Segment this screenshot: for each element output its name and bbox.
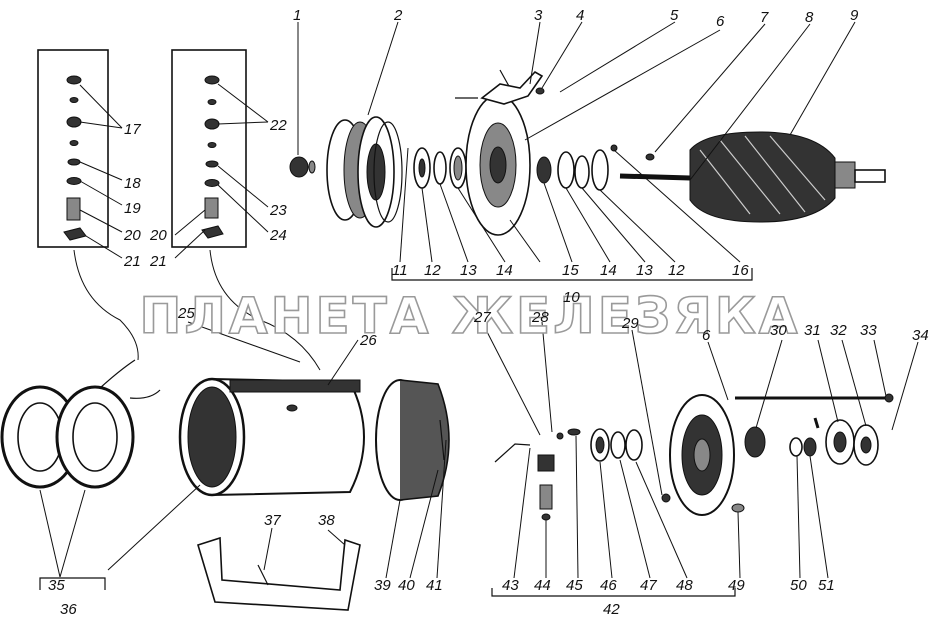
group-36-bracket [39, 577, 106, 590]
callout-label-24: 24 [269, 227, 287, 244]
callout-label-21b: 21 [149, 253, 167, 270]
callout-label-29: 29 [621, 315, 639, 332]
callout-label-17: 17 [124, 121, 141, 138]
commutator-end-rings [590, 428, 643, 462]
callout-label-4: 4 [576, 7, 584, 24]
tie-bolt [735, 393, 894, 403]
callout-label-21a: 21 [123, 253, 141, 270]
callout-label-31: 31 [804, 322, 821, 339]
callout-label-43: 43 [502, 577, 519, 594]
callout-label-15: 15 [562, 262, 579, 279]
callout-label-40: 40 [398, 577, 415, 594]
callout-label-33: 33 [860, 322, 877, 339]
callout-label-13b: 13 [636, 262, 653, 279]
callout-label-6a: 6 [716, 13, 725, 30]
callout-label-10: 10 [563, 289, 580, 306]
tension-bracket [455, 70, 545, 105]
callout-label-12a: 12 [424, 262, 441, 279]
callout-label-22: 22 [269, 117, 287, 134]
callout-label-28: 28 [531, 309, 549, 326]
watermark-text: ПЛАНЕТА ЖЕЛЕЗЯКА [140, 287, 801, 345]
callout-label-14a: 14 [496, 262, 513, 279]
callout-label-46: 46 [600, 577, 617, 594]
callout-label-47: 47 [640, 577, 657, 594]
callout-label-14b: 14 [600, 262, 617, 279]
spacer-rings-left [413, 147, 467, 189]
callout-label-5: 5 [670, 7, 679, 24]
armature-part [619, 131, 886, 223]
pulley-part [326, 116, 403, 228]
callout-label-18: 18 [124, 175, 141, 192]
callout-label-41: 41 [426, 577, 443, 594]
callout-label-19: 19 [124, 200, 141, 217]
hardware-panel-right [171, 49, 247, 248]
callout-label-44: 44 [534, 577, 551, 594]
callout-label-11: 11 [392, 262, 408, 279]
callout-label-9: 9 [850, 7, 859, 24]
callout-label-25: 25 [177, 305, 195, 322]
field-coils [0, 359, 161, 489]
callout-label-36: 36 [60, 601, 77, 618]
mounting-bracket [197, 536, 361, 611]
callout-label-6b: 6 [702, 327, 711, 344]
callout-label-16: 16 [732, 262, 749, 279]
callout-label-39: 39 [374, 577, 391, 594]
callout-label-12b: 12 [668, 262, 685, 279]
cover-band [375, 379, 450, 501]
group-42-bracket [491, 588, 736, 597]
callout-label-20b: 20 [149, 227, 167, 244]
callout-label-34: 34 [912, 327, 929, 344]
drive-end-cover [465, 69, 531, 236]
callout-label-8: 8 [805, 9, 814, 26]
end-nuts [744, 417, 879, 466]
leader-lines [39, 21, 919, 579]
callout-label-49: 49 [728, 577, 745, 594]
callout-label-26: 26 [359, 332, 377, 349]
callout-label-42: 42 [603, 601, 620, 618]
callout-label-45: 45 [566, 577, 583, 594]
callout-label-50: 50 [790, 577, 807, 594]
callout-label-35: 35 [48, 577, 65, 594]
callout-label-1: 1 [293, 7, 301, 24]
callout-label-2: 2 [393, 7, 403, 24]
callout-label-37: 37 [264, 512, 281, 529]
spacer-rings-right [536, 144, 618, 191]
hardware-panel-left [37, 49, 109, 248]
commutator-end-cover [661, 394, 745, 516]
callout-label-48: 48 [676, 577, 693, 594]
callout-label-20a: 20 [123, 227, 141, 244]
callout-label-13a: 13 [460, 262, 477, 279]
brush-holder-parts [494, 428, 581, 521]
group-10-bracket [391, 268, 753, 281]
callout-label-27: 27 [473, 309, 491, 326]
callout-label-32: 32 [830, 322, 847, 339]
callout-label-51: 51 [818, 577, 835, 594]
nut-part [289, 156, 316, 178]
callout-label-7: 7 [760, 9, 769, 26]
callout-label-38: 38 [318, 512, 335, 529]
frame-housing [178, 377, 365, 497]
callout-label-23: 23 [269, 202, 287, 219]
callout-label-3: 3 [534, 7, 543, 24]
callout-label-30: 30 [770, 322, 787, 339]
